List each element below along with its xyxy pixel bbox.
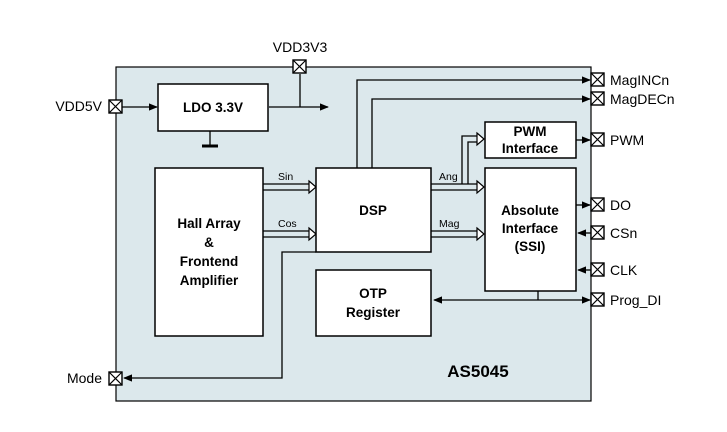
pin-prog-di-label: Prog_DI	[610, 292, 661, 308]
bus-sin-head	[308, 179, 317, 195]
pin-do-label: DO	[610, 197, 631, 213]
signal-ang: Ang	[439, 171, 458, 183]
pin-vdd5v-label: VDD5V	[55, 98, 102, 114]
pin-clk	[590, 262, 605, 277]
bus-cos-head	[308, 226, 317, 242]
bus-ang-head	[476, 179, 485, 195]
hall-label-line4: Amplifier	[180, 273, 239, 288]
pin-vdd3v3	[292, 59, 307, 74]
hall-label-line1: Hall Array	[177, 216, 241, 231]
bus-ang-pwm-b	[467, 141, 478, 184]
abs-label-line3: (SSI)	[515, 239, 546, 254]
wire-magincn	[356, 76, 591, 168]
pin-mode-label: Mode	[67, 370, 102, 386]
pin-vdd5v	[108, 99, 123, 114]
otp-label-line1: OTP	[359, 286, 387, 301]
bus-ang-pwm-a	[461, 135, 478, 184]
pin-mode	[108, 371, 123, 386]
pwm-label-line2: Interface	[502, 141, 559, 156]
pin-prog-di	[590, 292, 605, 307]
pin-csn-label: CSn	[610, 225, 637, 241]
wire-mode	[123, 251, 316, 382]
bus-mag-head	[476, 226, 485, 242]
pin-pwm-label: PWM	[610, 132, 644, 148]
otp-block: OTP Register	[315, 269, 432, 337]
pin-magincn-label: MagINCn	[610, 72, 669, 88]
signal-sin: Sin	[278, 171, 293, 183]
pin-do	[590, 197, 605, 212]
signal-cos: Cos	[278, 218, 297, 230]
otp-label-line2: Register	[346, 305, 401, 320]
bus-ang-pwm-head	[476, 131, 485, 147]
ldo-block: LDO 3.3V	[157, 83, 269, 132]
absolute-interface-block: Absolute Interface (SSI)	[484, 167, 577, 292]
hall-label-line3: Frontend	[180, 254, 239, 269]
pin-vdd3v3-label: VDD3V3	[273, 39, 328, 55]
chip-name: AS5045	[447, 362, 508, 381]
pin-pwm	[590, 132, 605, 147]
pwm-label-line1: PWM	[514, 124, 547, 139]
pin-magincn	[590, 72, 605, 87]
pin-clk-label: CLK	[610, 262, 638, 278]
hall-label-line2: &	[204, 235, 214, 250]
abs-label-line1: Absolute	[501, 203, 559, 218]
hall-array-block: Hall Array & Frontend Amplifier	[154, 167, 264, 337]
abs-label-line2: Interface	[502, 221, 559, 236]
pwm-interface-block: PWM Interface	[484, 121, 577, 159]
dsp-block: DSP	[315, 167, 432, 253]
pin-magdecn-label: MagDECn	[610, 91, 675, 107]
dsp-label: DSP	[359, 203, 387, 218]
pin-magdecn	[590, 91, 605, 106]
pin-csn	[590, 225, 605, 240]
ldo-label: LDO 3.3V	[183, 100, 243, 115]
wire-magdecn	[371, 95, 591, 168]
signal-mag: Mag	[439, 218, 460, 230]
